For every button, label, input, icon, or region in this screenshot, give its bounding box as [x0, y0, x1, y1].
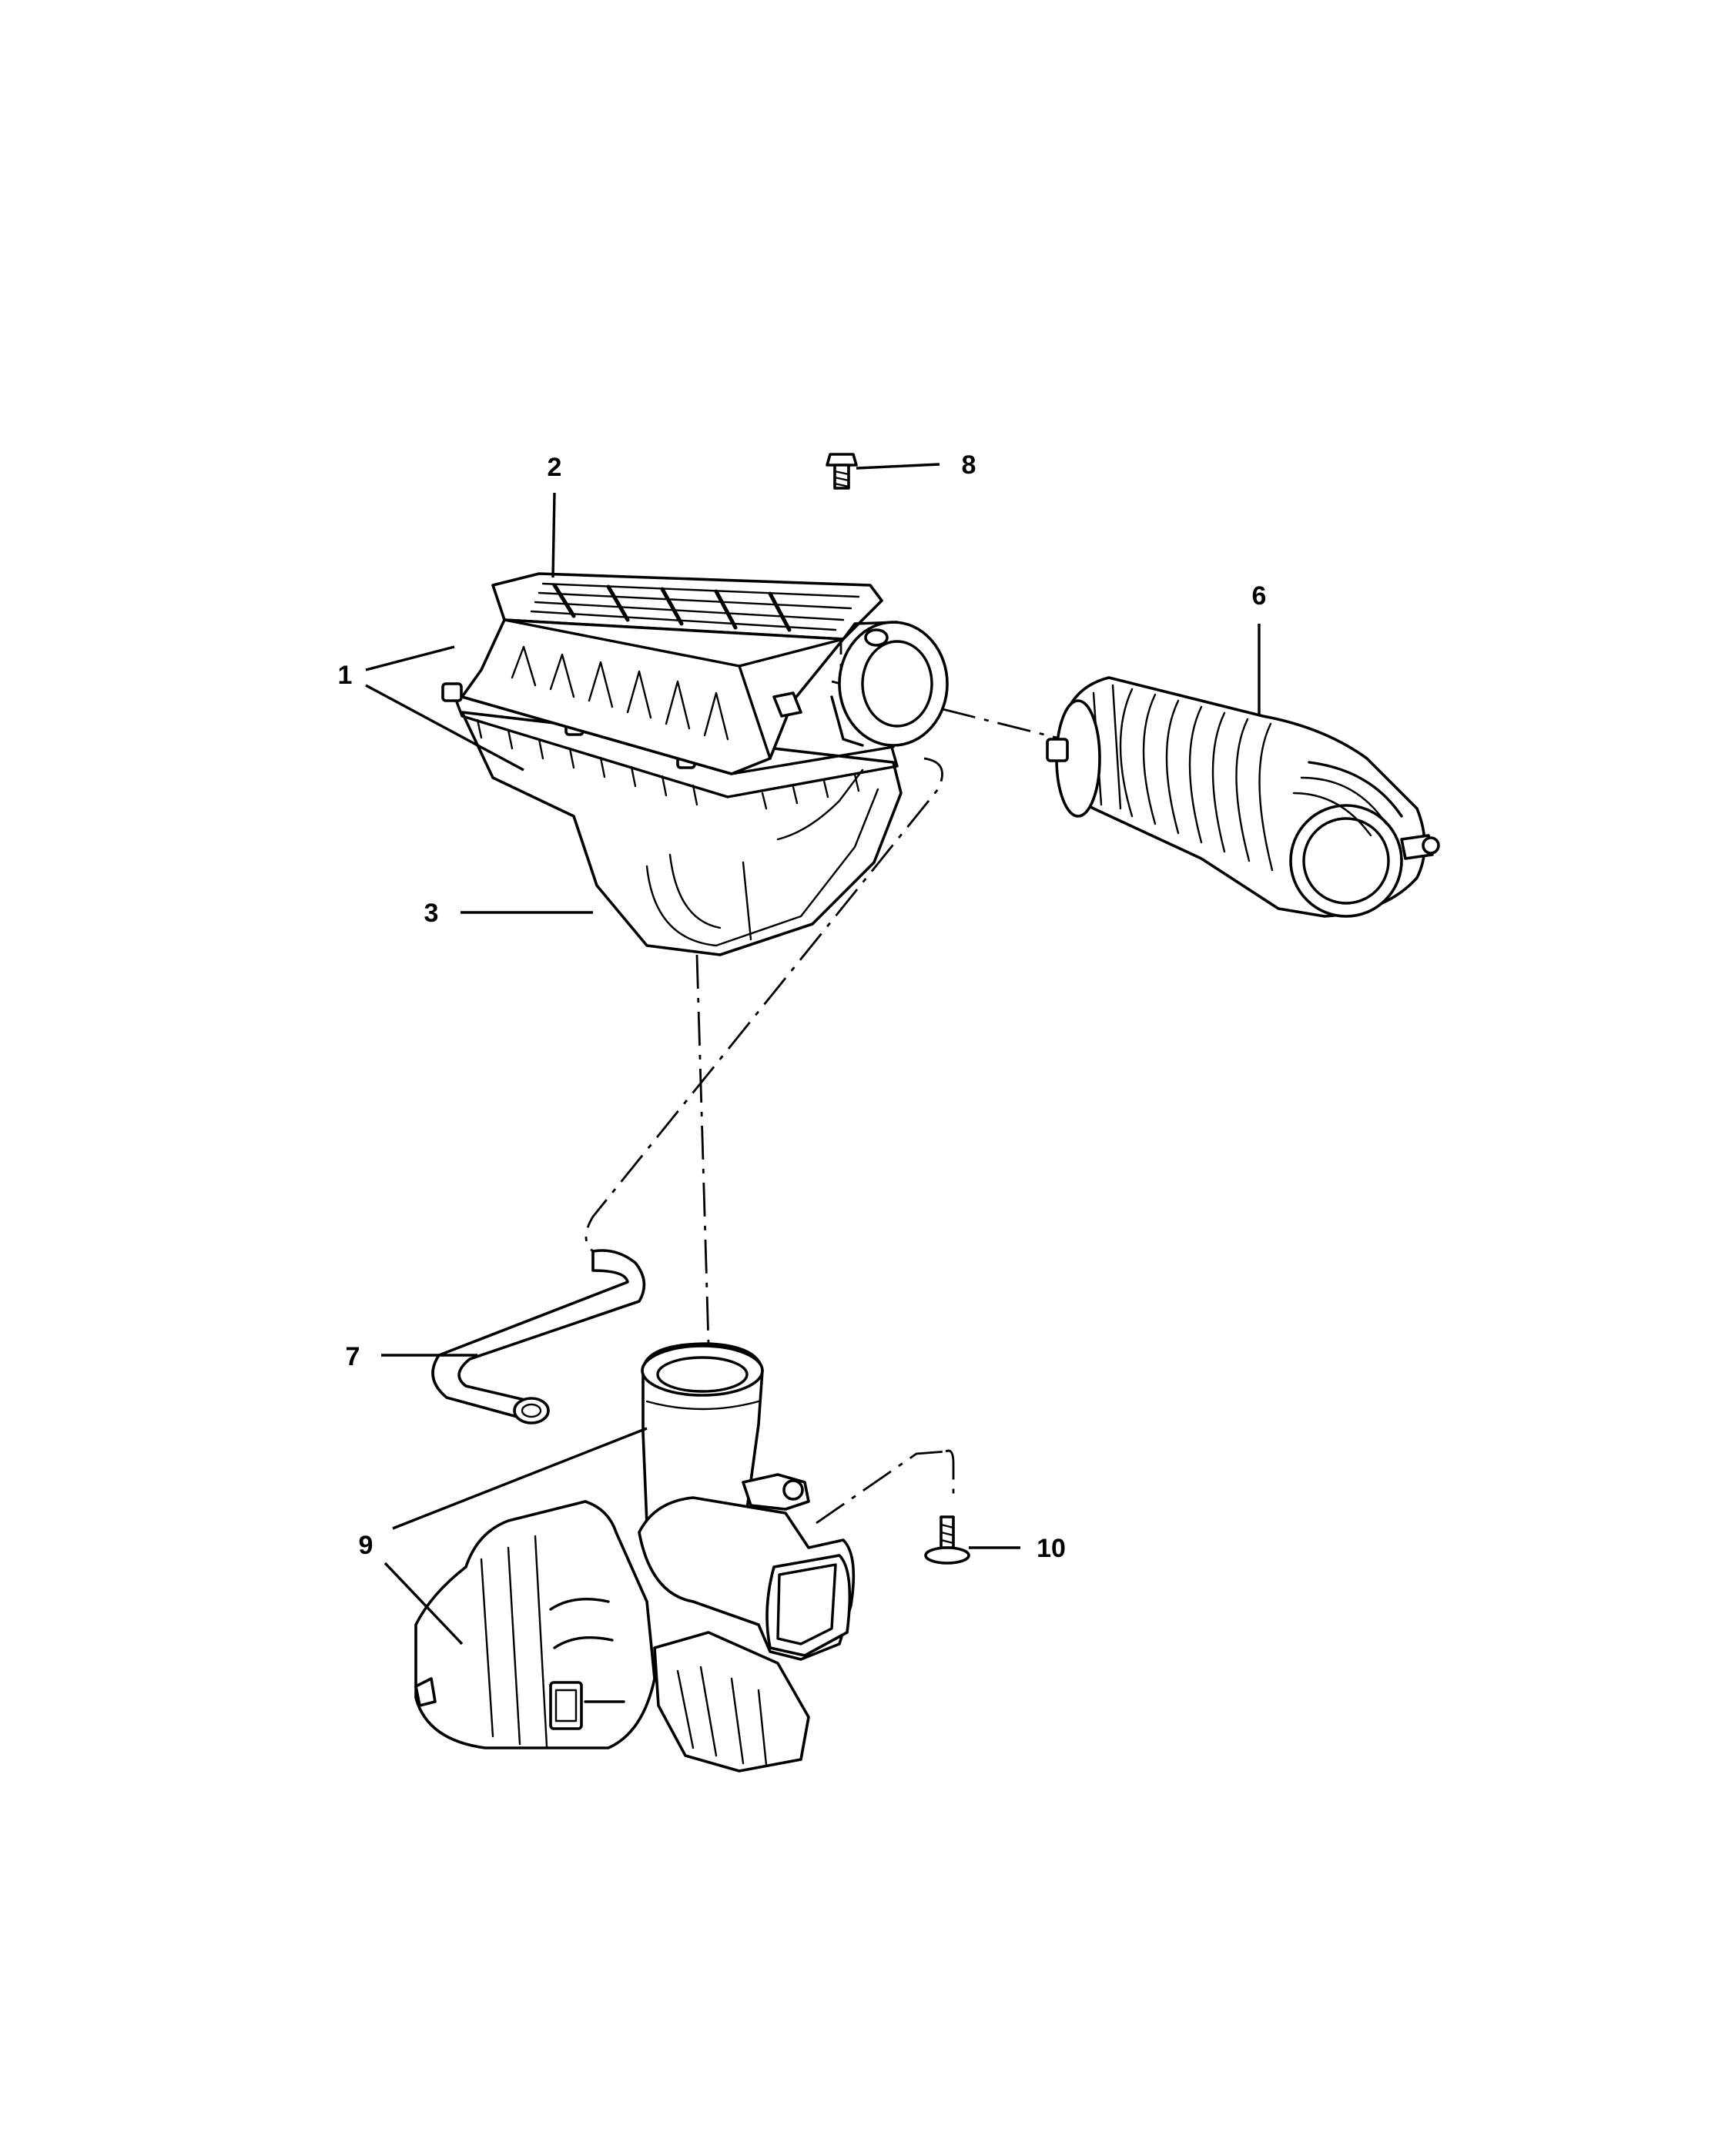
air-cleaner-lower-tray — [461, 711, 903, 956]
callout-3: 3 — [424, 899, 439, 928]
air-inlet-hose — [1046, 676, 1440, 918]
bolt-8 — [826, 453, 858, 490]
callout-2: 2 — [548, 453, 562, 482]
vent-hose — [431, 1249, 646, 1424]
screw-10 — [924, 1515, 970, 1565]
callout-9: 9 — [359, 1531, 373, 1560]
leader-lines — [365, 463, 1261, 1645]
callout-10: 10 — [1037, 1534, 1066, 1563]
callout-8: 8 — [962, 450, 976, 480]
resonator-inlet-tube — [641, 1344, 764, 1397]
resonator-assembly — [414, 1342, 856, 1773]
callout-labels: 1 2 3 6 7 8 9 10 — [338, 450, 1267, 1563]
callout-7: 7 — [346, 1342, 360, 1371]
hose-outlet-end — [1289, 804, 1403, 918]
callout-1: 1 — [338, 661, 353, 690]
callout-6: 6 — [1252, 581, 1267, 611]
air-cleaner-assembly — [441, 572, 949, 956]
